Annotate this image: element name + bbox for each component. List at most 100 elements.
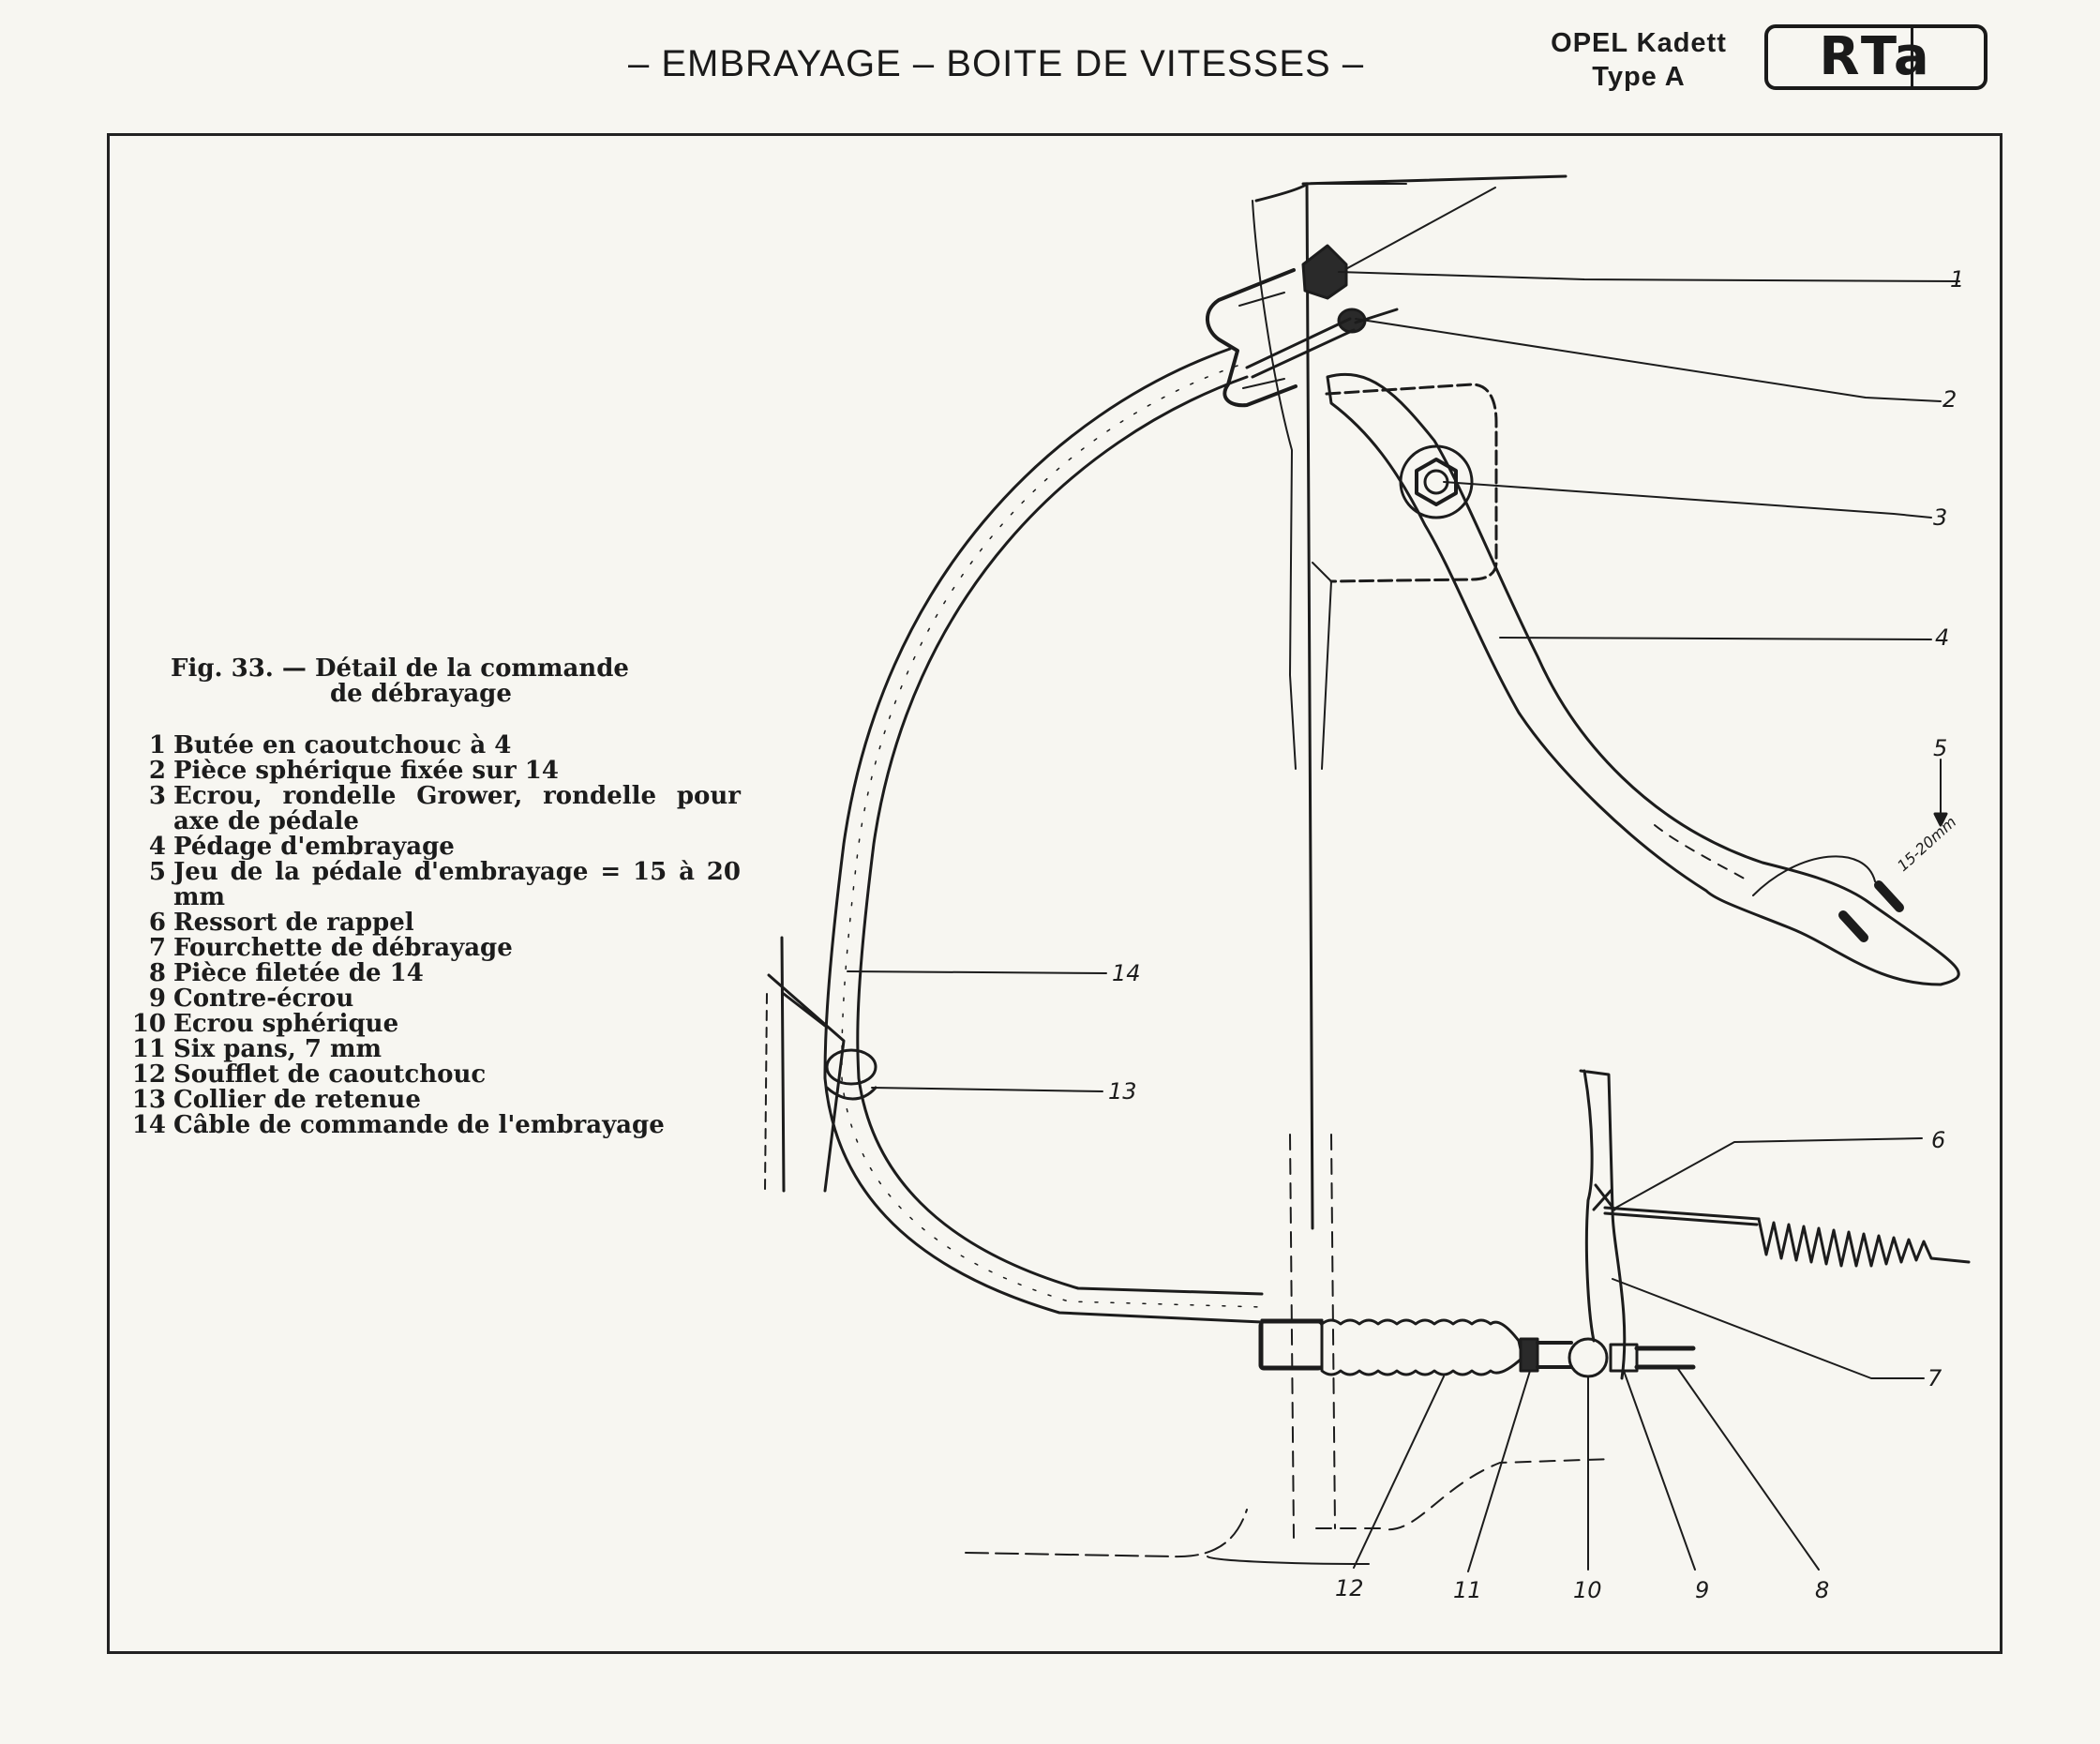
hex-seven-mm <box>1519 1337 1539 1373</box>
leader-3 <box>1443 481 1932 519</box>
legend-number: 14 <box>131 1111 166 1139</box>
legend-number: 4 <box>148 833 166 861</box>
clutch-pedal-arm <box>1326 372 1960 986</box>
side-member <box>767 936 846 1193</box>
grommet-inner <box>1238 292 1285 389</box>
clutch-cable-sheath-outer <box>823 347 1264 1324</box>
legend-number: 6 <box>148 909 166 937</box>
cable-ferrule <box>1258 1320 1324 1371</box>
callout-9: 9 <box>1695 1577 1709 1603</box>
threaded-piece <box>1634 1346 1696 1370</box>
callout-14: 14 <box>1112 960 1141 986</box>
figure-caption: Fig. 33. — Détail de la commande de débr… <box>122 656 741 1138</box>
callout-4: 4 <box>1935 624 1949 651</box>
legend-label: Contre-écrou <box>173 985 354 1013</box>
callout-numbers: 1 2 3 4 5 6 7 8 9 10 11 12 13 14 15-20mm <box>1108 266 1964 1603</box>
leader-6 <box>1612 1137 1923 1210</box>
leader-4 <box>1499 637 1932 640</box>
logo-divider <box>1911 28 1913 86</box>
rubber-stop <box>1301 244 1348 300</box>
legend-number: 1 <box>148 731 166 759</box>
callout-5: 5 <box>1933 735 1947 761</box>
pedal-pivot-nut <box>1415 458 1458 506</box>
legend-label: Fourchette de débrayage <box>173 934 513 962</box>
leader-12 <box>1353 1376 1445 1569</box>
play-dimension-label: 15-20mm <box>1894 813 1959 875</box>
legend-label: Jeu de la pédale d'embrayage = 15 à 20 m… <box>173 858 741 911</box>
figure-frame <box>107 133 2002 1654</box>
floor-lower-line <box>1207 1556 1370 1565</box>
gearbox-dashed-vertical-b <box>1330 1134 1336 1529</box>
callout-3: 3 <box>1933 504 1947 531</box>
legend-number: 12 <box>131 1060 166 1089</box>
side-member-dashed <box>764 993 768 1192</box>
figure-title-line-1: Fig. 33. — Détail de la commande <box>171 654 629 683</box>
legend-label: Butée en caoutchouc à 4 <box>173 731 512 759</box>
gearbox-dashed-vertical-a <box>1289 1134 1295 1539</box>
play-marker-lower <box>1838 910 1868 942</box>
gearbox-dashed-lower <box>1315 1458 1613 1531</box>
callout-8: 8 <box>1815 1577 1829 1603</box>
rubber-boot <box>1320 1318 1524 1376</box>
return-spring-rod <box>1603 1206 1761 1226</box>
pedal-pad-line <box>1752 855 1876 896</box>
vehicle-model-name: OPEL Kadett <box>1551 28 1727 58</box>
legend-number: 9 <box>148 985 166 1013</box>
leader-1 <box>1338 271 1960 282</box>
leader-14 <box>847 970 1107 974</box>
return-spring <box>1757 1217 1971 1268</box>
vehicle-model-type: Type A <box>1592 62 1686 92</box>
legend-number: 2 <box>148 757 166 785</box>
callout-leaders <box>847 271 1960 1572</box>
legend-number: 13 <box>131 1086 166 1114</box>
legend-number: 5 <box>148 858 166 886</box>
callout-11: 11 <box>1453 1577 1482 1603</box>
clutch-cable-centerline <box>841 365 1263 1308</box>
callout-1: 1 <box>1950 266 1964 293</box>
play-marker-upper <box>1874 880 1904 912</box>
legend-number: 7 <box>148 934 166 962</box>
bulkhead-diagonal <box>1304 183 1496 273</box>
cable-grommet <box>1206 268 1298 408</box>
legend-label: Pièce filetée de 14 <box>173 959 424 987</box>
legend-label: Six pans, 7 mm <box>173 1035 382 1063</box>
leader-11 <box>1467 1370 1531 1572</box>
legend-label: Pièce sphérique fixée sur 14 <box>173 757 559 785</box>
clutch-fork <box>1579 1069 1627 1380</box>
page-header: – EMBRAYAGE – BOITE DE VITESSES – OPEL K… <box>0 0 2100 113</box>
figure-title: Fig. 33. — Détail de la commande de débr… <box>171 656 696 707</box>
legend-number: 8 <box>148 959 166 987</box>
pedal-pivot-boss <box>1399 444 1474 519</box>
lock-nut <box>1609 1343 1639 1373</box>
legend-number: 11 <box>131 1035 166 1063</box>
legend-label: Collier de retenue <box>173 1086 421 1114</box>
rta-logo: RTa <box>1764 24 1988 90</box>
threaded-rod <box>1536 1341 1573 1369</box>
play-dimension-head <box>1933 812 1948 827</box>
gearbox-floor-line <box>965 1509 1248 1558</box>
callout-10: 10 <box>1573 1577 1602 1603</box>
page-title: – EMBRAYAGE – BOITE DE VITESSES – <box>628 43 1365 84</box>
legend-label: Pédage d'embrayage <box>173 833 455 861</box>
callout-7: 7 <box>1928 1365 1942 1391</box>
bulkhead-left-line <box>1252 200 1297 770</box>
bulkhead-top-edge <box>1301 174 1568 186</box>
spherical-nut <box>1568 1337 1609 1378</box>
legend-label: Ressort de rappel <box>173 909 414 937</box>
leader-7 <box>1612 1278 1925 1379</box>
retaining-clip <box>825 1048 878 1086</box>
callout-12: 12 <box>1335 1575 1364 1601</box>
leader-2 <box>1355 318 1942 402</box>
